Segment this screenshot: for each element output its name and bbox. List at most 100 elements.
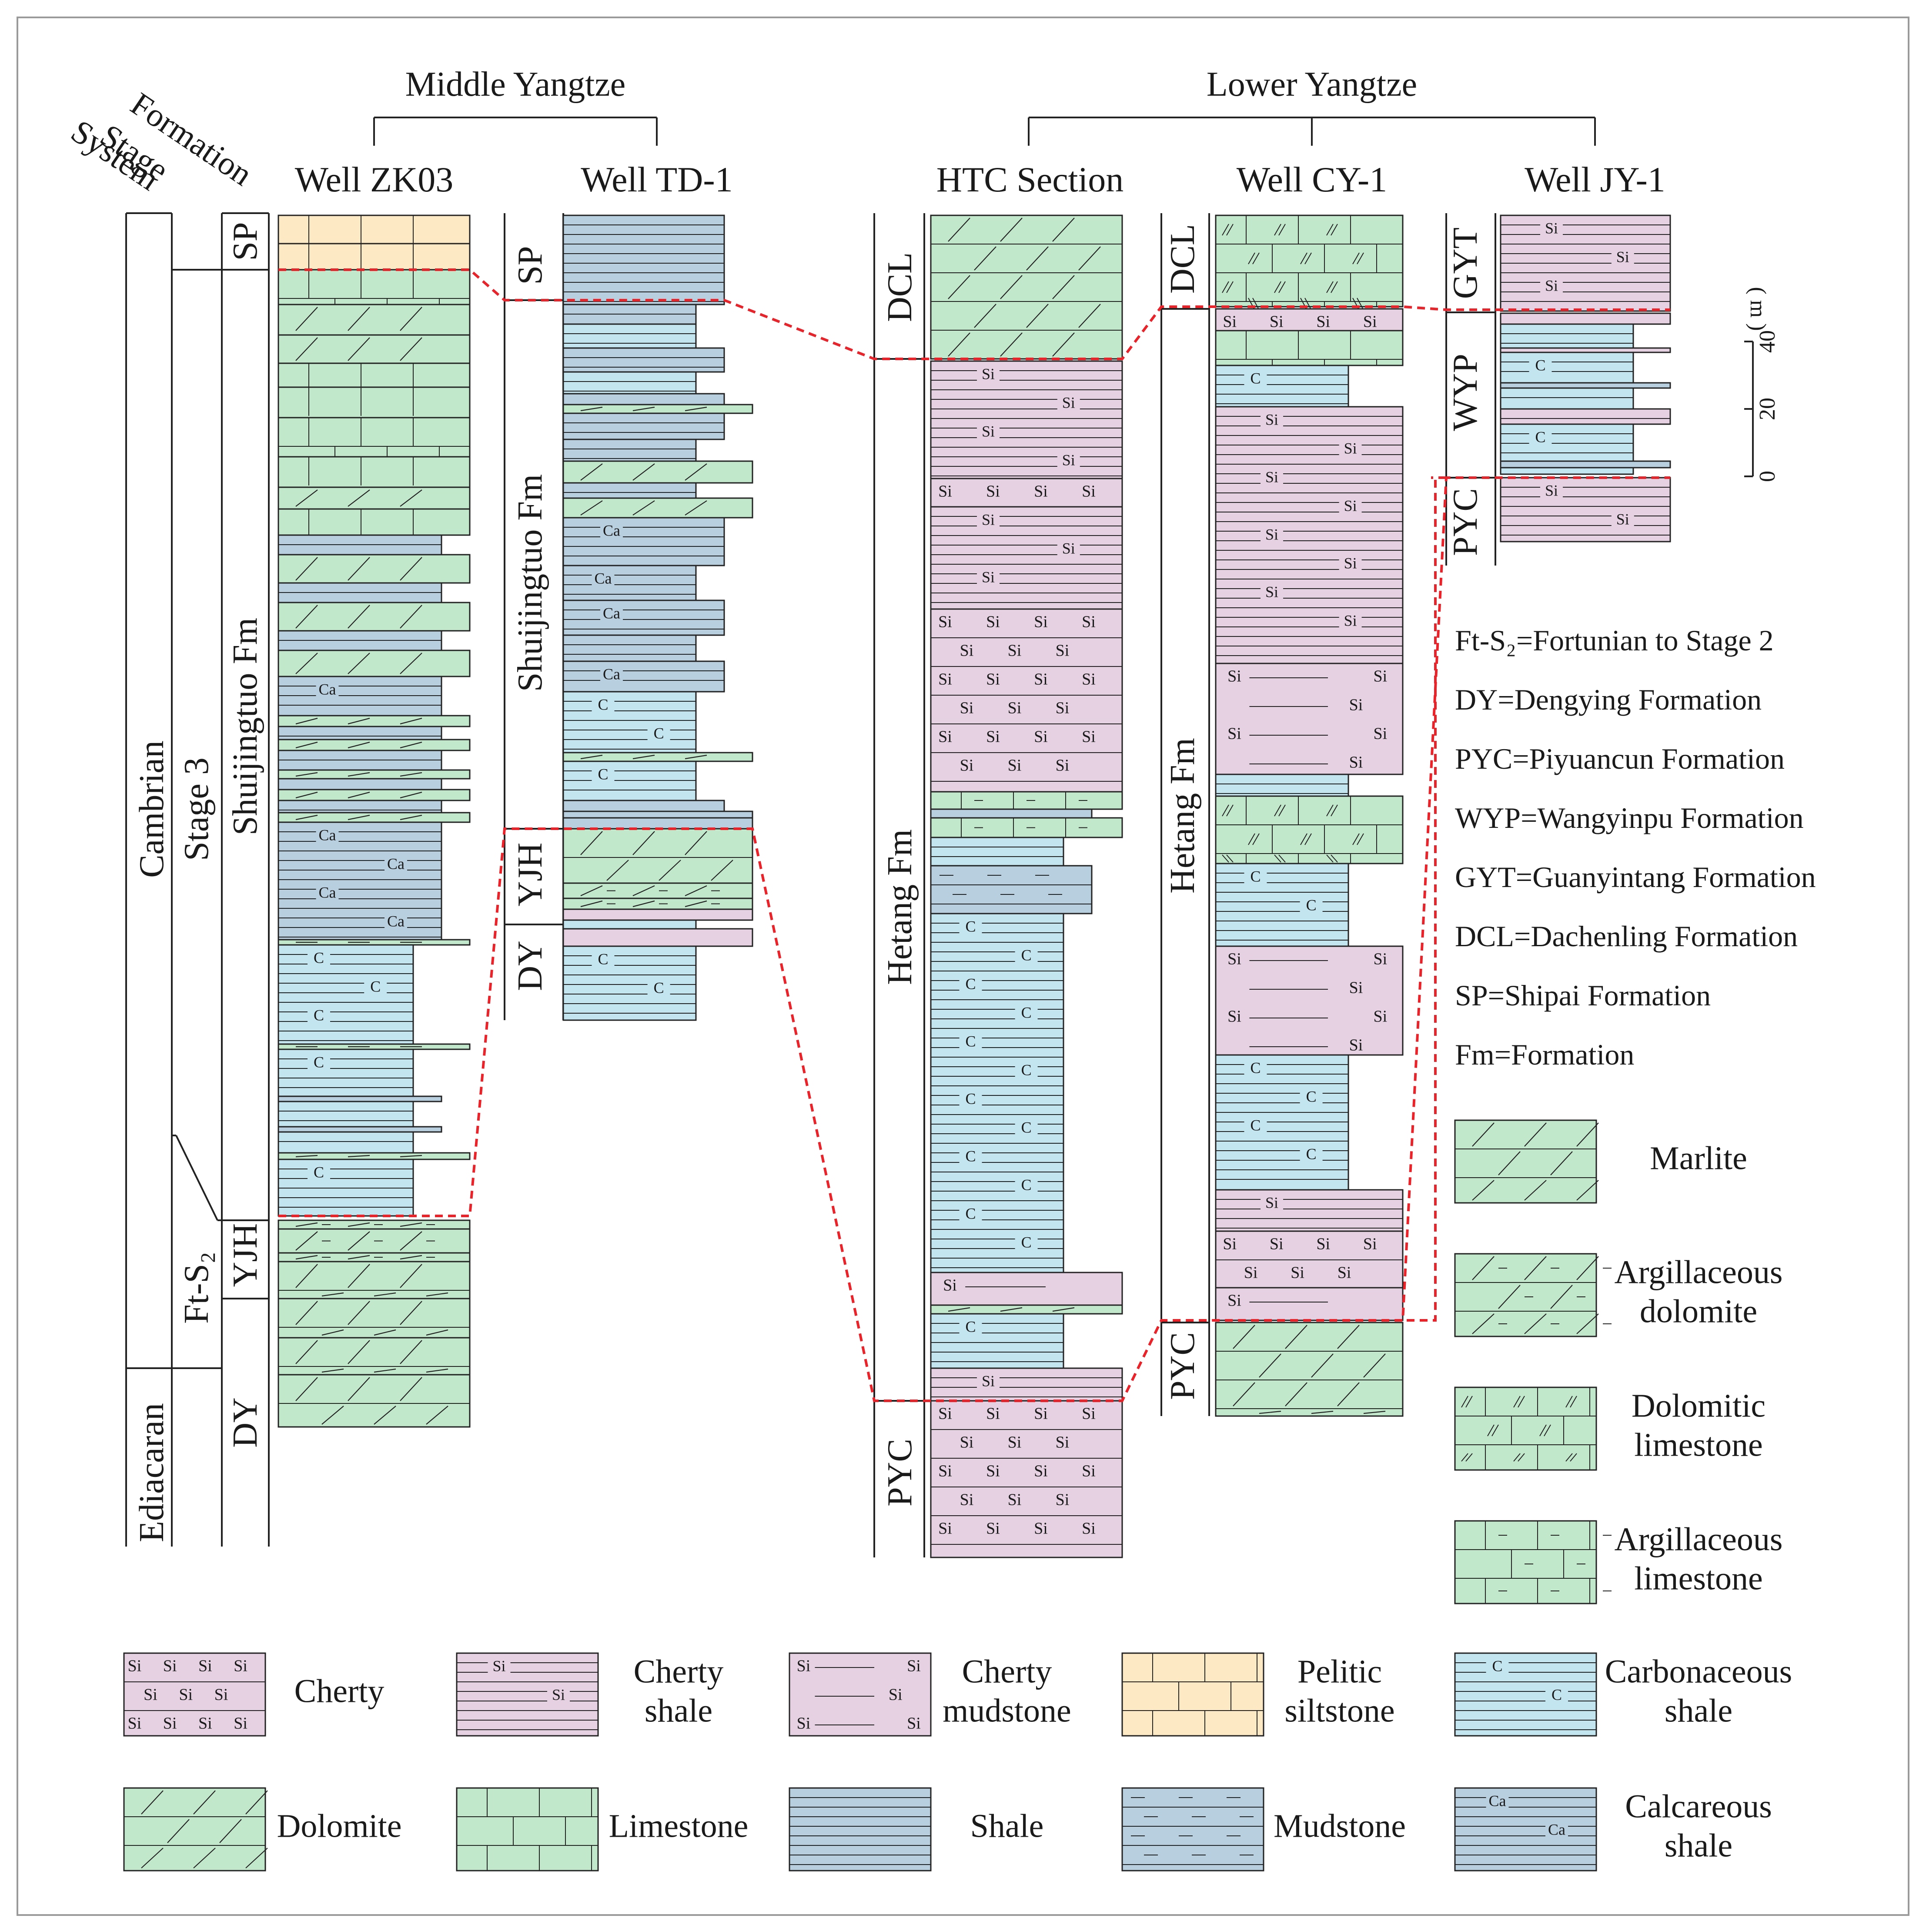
legend-label: Cherty xyxy=(962,1653,1052,1690)
lithology-letter: Si xyxy=(986,1520,1000,1538)
bed-calcareous-shale: Ca xyxy=(562,599,725,636)
lithology-letter: Si xyxy=(1374,950,1388,968)
lithology-letter: Si xyxy=(1227,1292,1241,1310)
lithology-letter: C xyxy=(965,1147,976,1165)
bed-limestone xyxy=(278,386,471,419)
bed-marlite xyxy=(278,1152,471,1160)
bed-marlite xyxy=(930,214,1123,360)
bed-marlite xyxy=(562,752,753,762)
section-title-htc: HTC Section xyxy=(936,160,1124,199)
lithology-letter: Si xyxy=(144,1686,157,1704)
zk03-fm-dy: DY xyxy=(226,1397,264,1448)
lithology-letter: C xyxy=(314,949,324,966)
lithology-letter: Si xyxy=(1344,612,1357,629)
lithology-letter: Si xyxy=(1227,950,1241,968)
bed-carbonaceous-shale xyxy=(1500,467,1634,475)
lithology-letter: Si xyxy=(960,1433,974,1452)
lithology-letter: C xyxy=(1250,867,1261,885)
lithology-letter: Si xyxy=(986,1405,1000,1423)
bed-limestone xyxy=(278,456,471,488)
bed-marlite xyxy=(278,602,471,632)
bed-dolomite xyxy=(123,1787,268,1872)
lithology-letter: Si xyxy=(1344,554,1357,572)
lithology-letter: Si xyxy=(938,482,952,501)
lithology-letter: Si xyxy=(163,1714,177,1733)
bed-mudstone xyxy=(930,865,1093,914)
system-cambrian: Cambrian xyxy=(133,740,171,877)
bed-limestone xyxy=(456,1787,599,1872)
scale-unit: ( m ) xyxy=(1745,287,1770,331)
legend-label: Argillaceous xyxy=(1615,1254,1783,1290)
lithology-letter: Si xyxy=(1270,1235,1284,1253)
lithology-letter: Si xyxy=(1363,1235,1377,1253)
abbreviation-5: DCL=Dachenling Formation xyxy=(1455,920,1798,953)
lithology-letter: Si xyxy=(982,511,995,528)
lithology-letter: Si xyxy=(179,1686,193,1704)
lithology-letter: C xyxy=(1250,369,1261,387)
bed-mudstone xyxy=(1121,1787,1264,1872)
lithology-letter: Si xyxy=(1082,613,1096,631)
td1-fm-yjh: YJH xyxy=(511,843,549,907)
lithology-letter: Si xyxy=(1056,642,1070,660)
lithology-letter: Si xyxy=(986,1462,1000,1480)
stage-ft-s2: Ft-S₂ xyxy=(177,1252,216,1324)
lithology-letter: Si xyxy=(1338,1264,1351,1282)
lithology-letter: Si xyxy=(1082,1405,1096,1423)
lithology-letter: C xyxy=(1535,356,1545,374)
bed-pelitic-siltstone xyxy=(278,243,471,271)
bed-calcareous-shale xyxy=(278,726,442,740)
htc-fm-dcl: DCL xyxy=(881,252,919,322)
legend-item-dolomite: Dolomite xyxy=(123,1787,402,1872)
lithology-letter: Si xyxy=(1062,451,1075,469)
bed-argillaceous-dolomite xyxy=(278,1252,471,1262)
bed-calcareous-shale xyxy=(278,750,442,771)
lithology-letter: Si xyxy=(986,728,1000,746)
td1-fm-dy: DY xyxy=(511,941,549,991)
bed-carbonaceous-shale: C xyxy=(930,1313,1064,1369)
cy1-fm-pyc: PYC xyxy=(1164,1332,1202,1400)
bed-limestone xyxy=(1215,330,1404,366)
lithology-letter: C xyxy=(965,1205,976,1222)
legend-label: Shale xyxy=(970,1808,1044,1844)
lithology-letter: Si xyxy=(1034,670,1048,689)
bed-carbonaceous-shale: C xyxy=(562,760,697,801)
bed-carbonaceous-shale: C xyxy=(1500,352,1634,384)
bed-calcareous-shale xyxy=(562,800,725,812)
bed-marlite xyxy=(278,739,471,751)
lithology-letter: Si xyxy=(986,482,1000,501)
correlation-line xyxy=(278,268,1670,360)
lithology-letter: Si xyxy=(1008,1433,1022,1452)
bed-argillaceous-limestone xyxy=(930,817,1123,838)
legend-label: limestone xyxy=(1634,1426,1763,1463)
lithology-letter: Si xyxy=(1344,439,1357,457)
lithology-letter: Si xyxy=(960,699,974,717)
lithology-letter: Si xyxy=(938,613,952,631)
lithology-letter: Si xyxy=(234,1714,247,1733)
abbreviation-2: PYC=Piyuancun Formation xyxy=(1455,742,1785,775)
lithology-letter: C xyxy=(598,696,608,713)
abbreviation-4: GYT=Guanyintang Formation xyxy=(1455,861,1816,894)
bed-cherty-mudstone: Si xyxy=(1215,1287,1404,1321)
lithology-letter: Si xyxy=(1227,667,1241,686)
lithology-letter: Si xyxy=(1056,1433,1070,1452)
legend-label: Mudstone xyxy=(1274,1808,1406,1844)
lithology-letter: Si xyxy=(1008,699,1022,717)
lithology-letter: Si xyxy=(907,1714,921,1733)
bed-carbonaceous-shale: CC xyxy=(562,945,697,1021)
lithology-letter: C xyxy=(370,978,381,995)
bed-marlite xyxy=(278,789,471,801)
lithology-letter: Si xyxy=(1227,725,1241,743)
zk03-fm-shuijingtuo: Shuijingtuo Fm xyxy=(226,618,264,835)
lithology-letter: Ca xyxy=(319,884,336,901)
bed-carbonaceous-shale xyxy=(278,1101,414,1128)
